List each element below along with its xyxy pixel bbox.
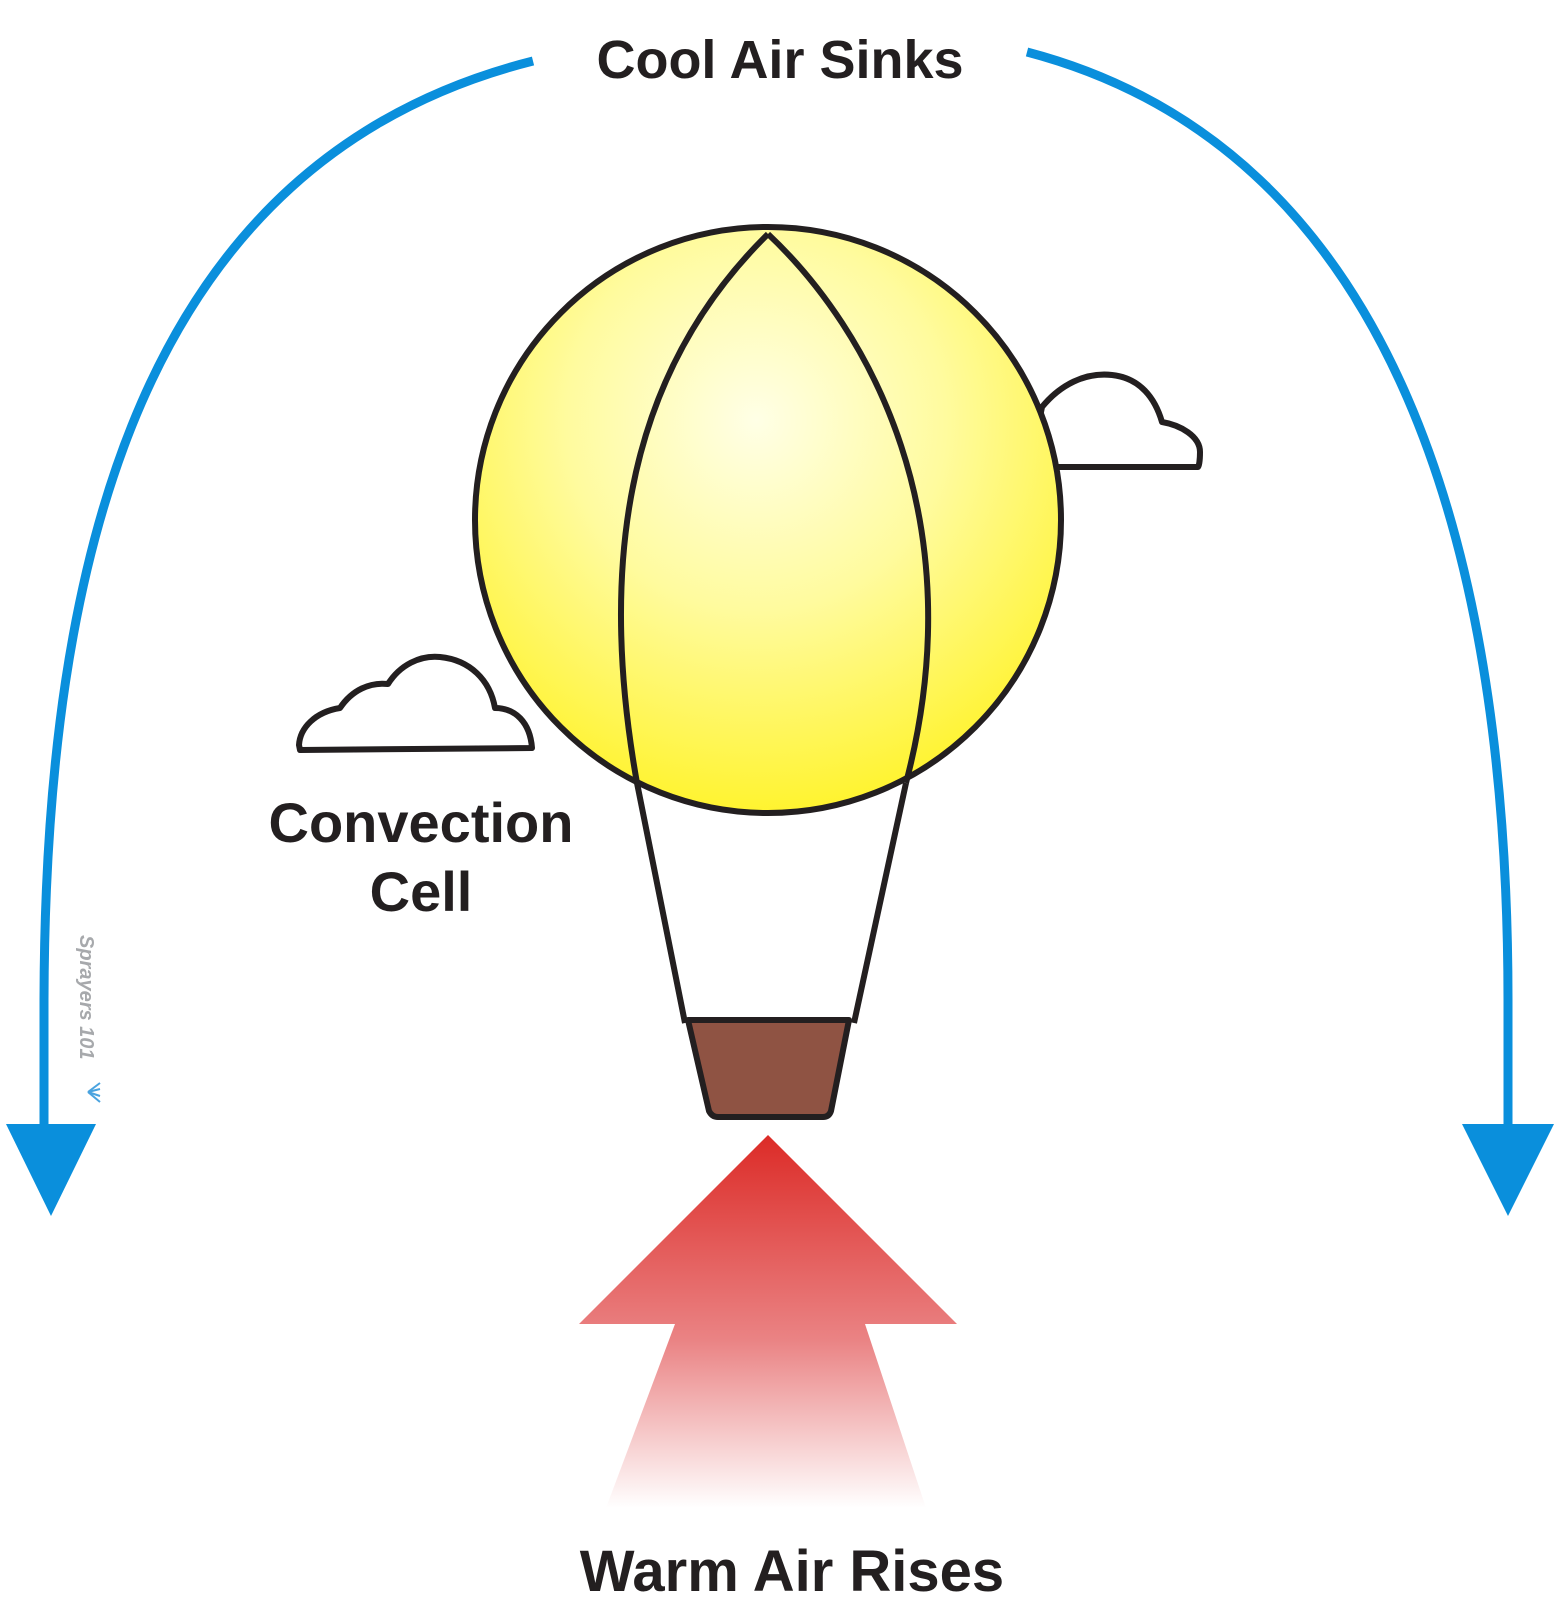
cool-air-arc-right <box>1025 47 1513 1132</box>
cloud-icon <box>1027 371 1203 470</box>
hot-air-balloon-icon <box>472 224 1064 1120</box>
cool-air-arrow-right <box>1025 47 1554 1216</box>
sprayers101-watermark: Sprayers 101 <box>75 935 97 1060</box>
convection-label-line1: Convection <box>269 791 574 854</box>
balloon-rope-left <box>634 782 688 1024</box>
warm-air-label: Warm Air Rises <box>580 1539 1004 1600</box>
convection-label-line2: Cell <box>370 860 473 923</box>
cool-air-arrow-left <box>6 56 535 1216</box>
arrow-up-icon <box>579 1135 957 1508</box>
arrow-down-icon <box>6 1124 96 1216</box>
balloon-gore-right <box>765 231 932 784</box>
cool-air-arc-left <box>39 56 535 1132</box>
balloon-gore-left <box>617 231 771 784</box>
cool-air-label: Cool Air Sinks <box>596 30 963 90</box>
balloon-rope-right <box>851 782 909 1024</box>
balloon-envelope <box>472 224 1064 816</box>
watermark-text: Sprayers 101 <box>75 935 97 1060</box>
arrow-down-icon <box>1462 1124 1554 1216</box>
spray-icon <box>87 1082 101 1103</box>
convection-cell-label: Convection Cell <box>269 791 574 923</box>
balloon-basket <box>685 1017 852 1120</box>
cloud-icon <box>296 653 535 753</box>
